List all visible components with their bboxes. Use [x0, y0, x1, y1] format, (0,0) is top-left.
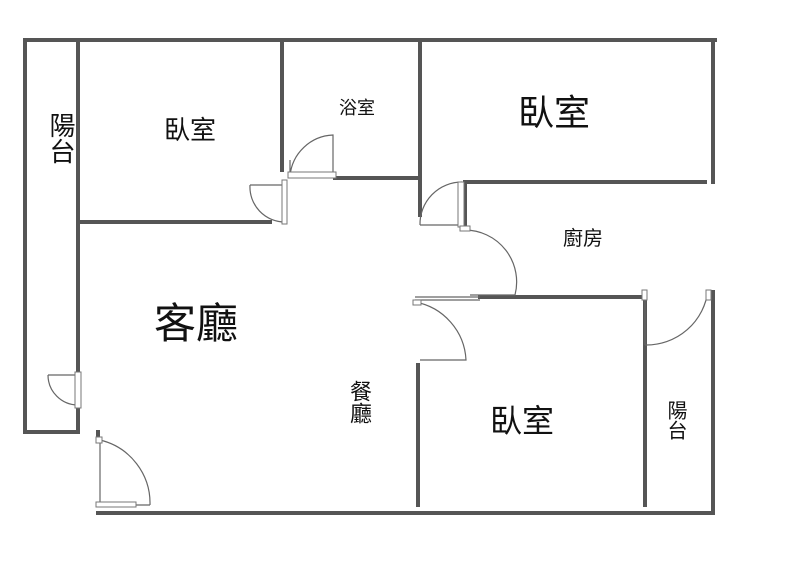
- room-label-balcony-left: 陽台: [45, 112, 75, 164]
- kitchen-door: [464, 229, 518, 296]
- bathroom-door: [289, 134, 334, 177]
- sliding-door: [415, 296, 480, 301]
- room-label-living-room: 客廳: [154, 299, 239, 348]
- balcony-left-door: [47, 374, 79, 406]
- doors: [47, 134, 712, 508]
- entry-door: [99, 439, 151, 506]
- room-label-bathroom: 浴室: [339, 98, 375, 119]
- room-label-balcony-right: 陽台: [664, 400, 688, 440]
- walls: [23, 38, 717, 515]
- balcony-right-door: [644, 289, 709, 346]
- bedroom-bottom-door: [414, 301, 467, 361]
- room-label-bedroom-bottom: 臥室: [490, 402, 555, 440]
- bedroom-left-door: [249, 184, 286, 223]
- room-label-bedroom-top-left: 臥室: [164, 116, 217, 146]
- room-label-kitchen: 廚房: [563, 226, 603, 250]
- room-label-dining-room: 餐廳: [346, 380, 371, 424]
- bedroom-right-door: [419, 181, 463, 226]
- room-label-bedroom-top-right: 臥室: [518, 93, 591, 134]
